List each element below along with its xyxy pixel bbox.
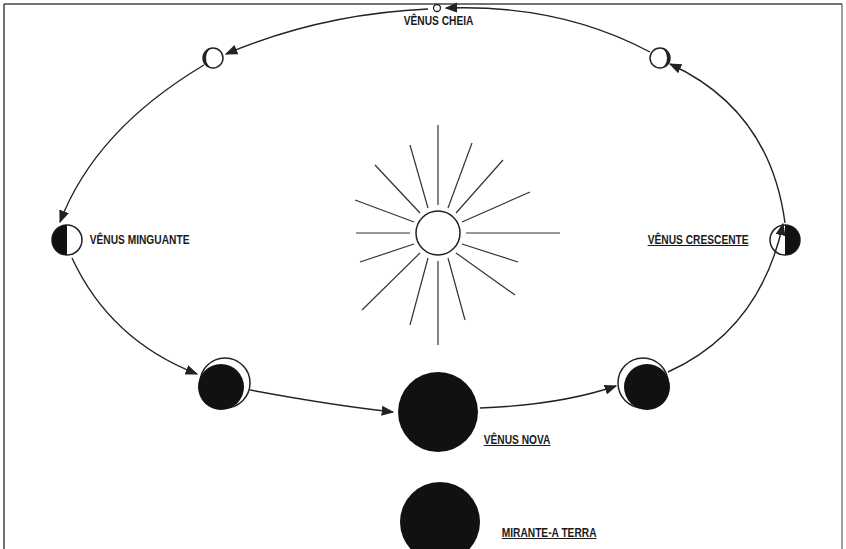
phase-label: VÊNUS NOVA [482,433,552,447]
phase-label: VÊNUS CRESCENTE [646,233,750,247]
earth-label: MIRANTE-A TERRA [500,526,598,540]
phase-label: VÊNUS CHEIA [402,14,475,28]
phase-label: VÊNUS MINGUANTE [88,233,191,247]
